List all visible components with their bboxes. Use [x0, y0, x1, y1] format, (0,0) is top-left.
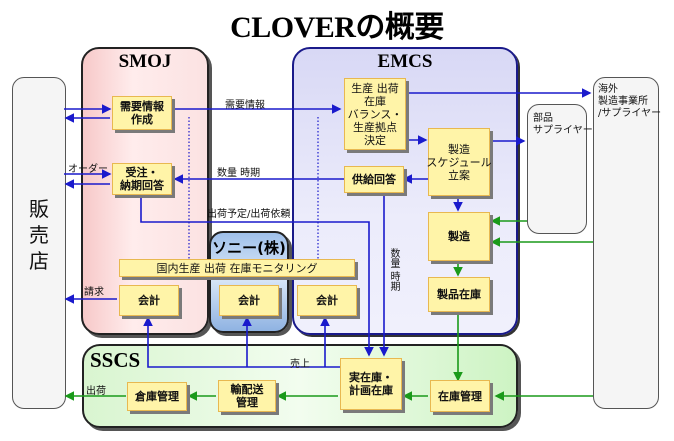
- supply-reply-text: 供給回答: [352, 173, 396, 186]
- shipping-request-line: [140, 194, 374, 357]
- sales-line: [143, 316, 340, 368]
- accounting-sony-box: 会計: [219, 285, 279, 316]
- quantity-timing-label: 数量 時期: [217, 168, 261, 179]
- emcs-label: EMCS: [377, 51, 433, 72]
- accounting-smoj-box: 会計: [119, 285, 179, 316]
- accounting-emcs-box: 会計: [297, 285, 357, 316]
- demand-info-label: 需要情報: [225, 100, 265, 111]
- order-label: オーダー: [68, 164, 108, 175]
- parts-supplier-label: 部品 サプライヤー: [533, 113, 593, 136]
- warehouse-management-box: 倉庫管理: [127, 382, 187, 411]
- inventory-management-box: 在庫管理: [430, 380, 490, 412]
- product-inventory-box: 製品在庫: [428, 277, 490, 312]
- parts-supplier-box: 部品 サプライヤー: [527, 104, 593, 234]
- demand-info-create-text: 需要情報 作成: [120, 100, 164, 126]
- order-delivery-reply-box: 受注・ 納期回答: [112, 163, 172, 195]
- supply-reply-box: 供給回答: [344, 166, 404, 193]
- actual-planned-inventory-box: 実在庫・ 計画在庫: [340, 358, 402, 410]
- shipping-plan-request-label: 出荷予定/出荷依頼: [207, 209, 291, 220]
- demand-info-create-box: 需要情報 作成: [112, 96, 172, 130]
- production-balance-box: 生産 出荷 在庫 バランス・ 生産拠点 決定: [344, 78, 406, 150]
- diagram-title: CLOVERの概要: [230, 11, 444, 44]
- sony-label: ソニー(株): [212, 239, 286, 257]
- accounting-smoj-text: 会計: [138, 294, 160, 307]
- order-delivery-reply-text: 受注・ 納期回答: [120, 166, 164, 192]
- manufacturing-schedule-box: 製造 スケジュール 立案: [426, 128, 492, 196]
- transport-management-box: 輸配送 管理: [218, 380, 276, 412]
- dealer-label: 販 売 店: [29, 197, 49, 273]
- overseas-factory-box: 海外 製造事業所 /サプライヤー: [593, 77, 662, 409]
- sscs-label: SSCS: [90, 348, 141, 372]
- quantity-timing-vertical-label: 数量 時期: [388, 248, 399, 292]
- dealer-box: 販 売 店: [12, 77, 66, 409]
- accounting-sony-text: 会計: [238, 294, 260, 307]
- manufacturing-schedule-text: 製造 スケジュール 立案: [426, 142, 492, 182]
- transport-management-text: 輸配送 管理: [230, 383, 264, 409]
- manufacturing-box: 製造: [428, 212, 490, 261]
- production-balance-text: 生産 出荷 在庫 バランス・ 生産拠点 決定: [347, 81, 403, 147]
- monitoring-text: 国内生産 出荷 在庫モニタリング: [156, 261, 318, 275]
- actual-planned-inventory-text: 実在庫・ 計画在庫: [349, 371, 393, 397]
- inventory-management-text: 在庫管理: [438, 389, 482, 403]
- shipping-label: 出荷: [86, 386, 106, 397]
- sales-label: 売上: [290, 359, 310, 370]
- product-inventory-text: 製品在庫: [437, 288, 481, 301]
- billing-label: 請求: [84, 287, 104, 298]
- accounting-emcs-text: 会計: [316, 294, 338, 307]
- monitoring-box: 国内生産 出荷 在庫モニタリング: [119, 259, 355, 277]
- manufacturing-text: 製造: [448, 230, 470, 243]
- smoj-label: SMOJ: [118, 51, 172, 72]
- overseas-factory-label: 海外 製造事業所 /サプライヤー: [598, 84, 662, 119]
- sony-region: ソニー(株): [209, 231, 289, 333]
- warehouse-management-text: 倉庫管理: [135, 390, 179, 403]
